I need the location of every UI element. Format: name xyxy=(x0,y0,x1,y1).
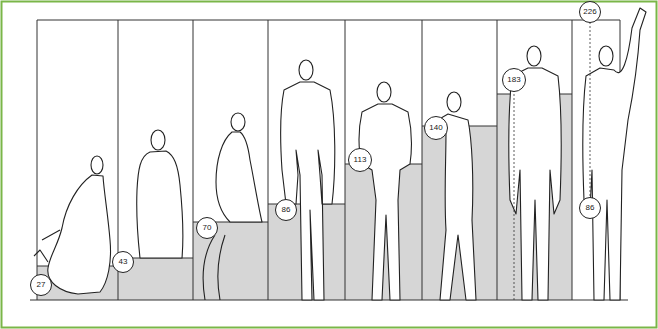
callout-number: 226 xyxy=(583,8,596,16)
callout-circle: 86 xyxy=(275,199,297,221)
figure-head xyxy=(447,92,461,112)
figure-head xyxy=(377,82,391,102)
measure-lines xyxy=(514,22,590,300)
figure-body xyxy=(48,175,111,294)
callout-circle: 70 xyxy=(196,217,218,239)
callout-circle: 183 xyxy=(502,68,526,92)
panel-divider xyxy=(345,20,346,300)
panel-divider xyxy=(37,20,38,300)
callout-number: 183 xyxy=(507,76,520,84)
callout-number: 140 xyxy=(429,124,442,132)
measure-line xyxy=(514,90,515,300)
callout-circle: 86 xyxy=(579,197,601,219)
panel-divider xyxy=(422,20,423,300)
callout-number: 43 xyxy=(119,258,128,266)
figure-body xyxy=(509,68,562,300)
callout-number: 86 xyxy=(282,206,291,214)
panel-divider xyxy=(497,20,498,300)
human-figures xyxy=(34,8,646,300)
figure-head xyxy=(527,46,541,66)
callout-circle: 140 xyxy=(424,116,448,140)
figure-body xyxy=(281,82,335,300)
callout-circle: 113 xyxy=(348,148,372,172)
figure-body xyxy=(583,8,646,300)
figure-head xyxy=(91,156,103,174)
figure-body xyxy=(359,104,411,300)
callout-number: 70 xyxy=(203,224,212,232)
measure-line xyxy=(590,22,591,196)
panel-lines xyxy=(30,20,628,300)
figure-head xyxy=(151,130,165,150)
figure-body xyxy=(430,114,476,300)
panel-divider xyxy=(572,20,573,300)
figure-head xyxy=(599,46,613,66)
callout-circle: 226 xyxy=(579,1,601,23)
figure-head xyxy=(299,60,313,80)
figure-body xyxy=(216,132,262,222)
figure-leg xyxy=(203,235,225,300)
figure-arm xyxy=(34,230,60,262)
figure-head xyxy=(231,113,245,131)
panel-divider xyxy=(268,20,269,300)
figure-body xyxy=(137,151,183,258)
callout-number: 86 xyxy=(586,204,595,212)
callout-number: 113 xyxy=(354,156,367,164)
callout-number: 27 xyxy=(37,281,46,289)
callout-circle: 27 xyxy=(30,274,52,296)
top-line xyxy=(37,20,620,21)
callout-circle: 43 xyxy=(112,251,134,273)
